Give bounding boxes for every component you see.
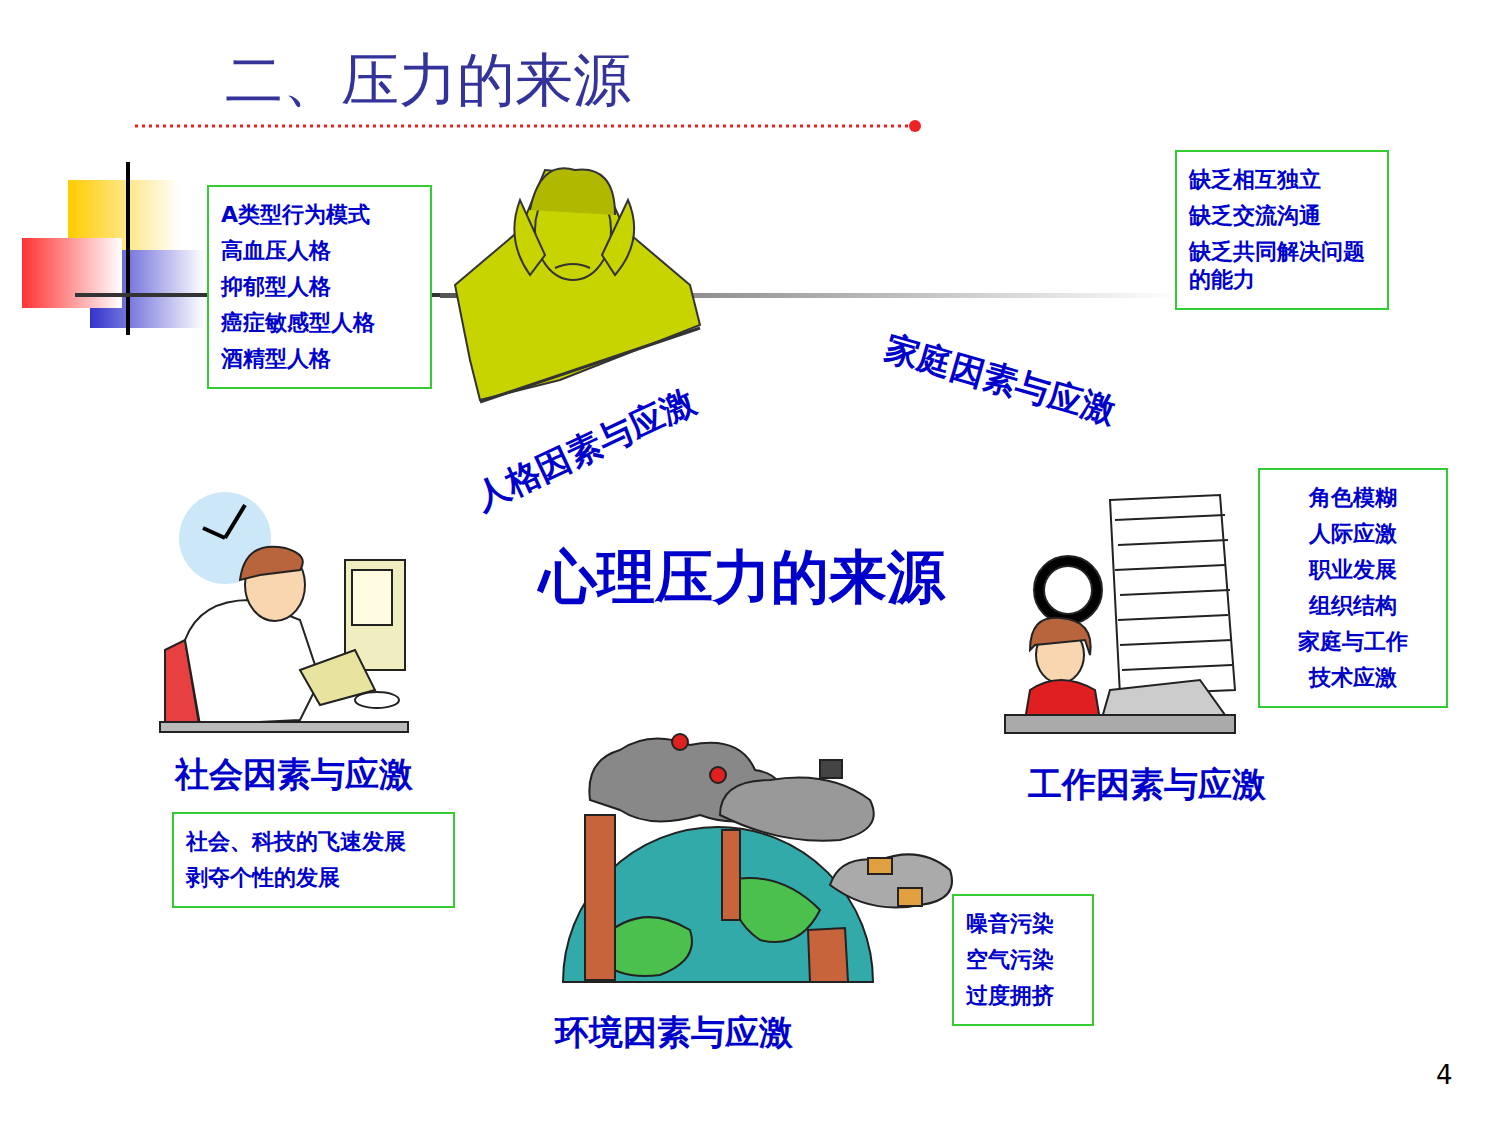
factor-item: 空气污染 — [966, 946, 1080, 974]
factor-item: 社会、科技的飞速发展 — [186, 828, 441, 856]
center-title: 心理压力的来源 — [539, 539, 945, 617]
factor-item: 缺乏相互独立 — [1189, 166, 1375, 194]
factor-item: A类型行为模式 — [221, 201, 418, 229]
factor-item: 角色模糊 — [1272, 484, 1434, 512]
slide-title: 二、压力的来源 — [225, 42, 631, 120]
page-number: 4 — [1436, 1060, 1453, 1090]
factor-box: 噪音污染空气污染过度拥挤 — [952, 894, 1094, 1026]
factor-item: 抑郁型人格 — [221, 273, 418, 301]
factor-item: 家庭与工作 — [1272, 628, 1434, 656]
factor-box: A类型行为模式高血压人格抑郁型人格癌症敏感型人格酒精型人格 — [207, 185, 432, 389]
factor-item: 缺乏共同解决问题的能力 — [1189, 238, 1375, 294]
factor-item: 职业发展 — [1272, 556, 1434, 584]
factor-item: 人际应激 — [1272, 520, 1434, 548]
factor-item: 高血压人格 — [221, 237, 418, 265]
factor-box: 角色模糊人际应激职业发展组织结构家庭与工作技术应激 — [1258, 468, 1448, 708]
category-label: 社会因素与应激 — [175, 752, 413, 798]
factor-item: 组织结构 — [1272, 592, 1434, 620]
factor-box: 社会、科技的飞速发展剥夺个性的发展 — [172, 812, 455, 908]
factor-item: 酒精型人格 — [221, 345, 418, 373]
factor-item: 技术应激 — [1272, 664, 1434, 692]
factor-item: 缺乏交流沟通 — [1189, 202, 1375, 230]
factor-item: 过度拥挤 — [966, 982, 1080, 1010]
factor-box: 缺乏相互独立缺乏交流沟通缺乏共同解决问题的能力 — [1175, 150, 1389, 310]
factor-item: 剥夺个性的发展 — [186, 864, 441, 892]
category-label: 环境因素与应激 — [555, 1010, 793, 1056]
factor-item: 癌症敏感型人格 — [221, 309, 418, 337]
category-label: 工作因素与应激 — [1028, 762, 1266, 808]
factor-item: 噪音污染 — [966, 910, 1080, 938]
category-label: 家庭因素与应激 — [879, 325, 1120, 435]
category-label: 人格因素与应激 — [467, 379, 702, 521]
